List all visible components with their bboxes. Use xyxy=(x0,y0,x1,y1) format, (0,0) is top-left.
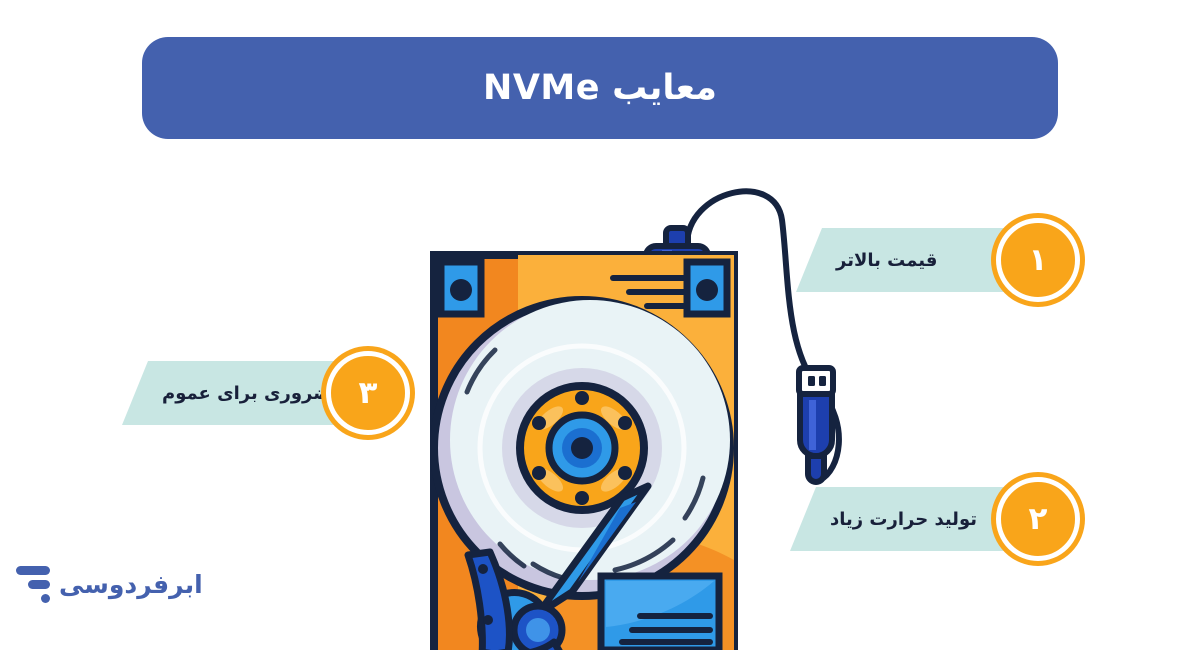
infographic-canvas: معایب NVMe xyxy=(16,37,1080,650)
hard-disk-drive-illustration xyxy=(400,150,900,650)
callout-item-3[interactable]: غیرضروری برای عموم ۳ xyxy=(122,351,410,435)
stacked-bars-icon xyxy=(16,566,50,603)
callout-label: تولید حرارت زیاد xyxy=(830,508,977,530)
callout-number: ۱ xyxy=(1028,241,1048,278)
callout-item-1[interactable]: قیمت بالاتر ۱ xyxy=(796,218,1080,302)
drive-body xyxy=(430,251,738,650)
callout-badge: ۲ xyxy=(996,477,1080,561)
usb-plug xyxy=(796,365,836,486)
callout-number: ۲ xyxy=(1028,500,1048,537)
page-title: معایب NVMe xyxy=(483,68,717,108)
brand-logo[interactable]: ابرفردوسی xyxy=(16,566,203,603)
title-banner: معایب NVMe xyxy=(142,37,1058,139)
callout-number: ۳ xyxy=(358,374,378,411)
drive-screw-left xyxy=(437,258,485,318)
callout-label: غیرضروری برای عموم xyxy=(162,382,362,404)
callout-badge: ۳ xyxy=(326,351,410,435)
callout-label: قیمت بالاتر xyxy=(836,249,938,271)
callout-badge: ۱ xyxy=(996,218,1080,302)
drive-label-card xyxy=(597,572,723,650)
brand-logo-text: ابرفردوسی xyxy=(59,570,203,599)
callout-item-2[interactable]: تولید حرارت زیاد ۲ xyxy=(790,477,1080,561)
drive-screw-right xyxy=(683,258,731,318)
